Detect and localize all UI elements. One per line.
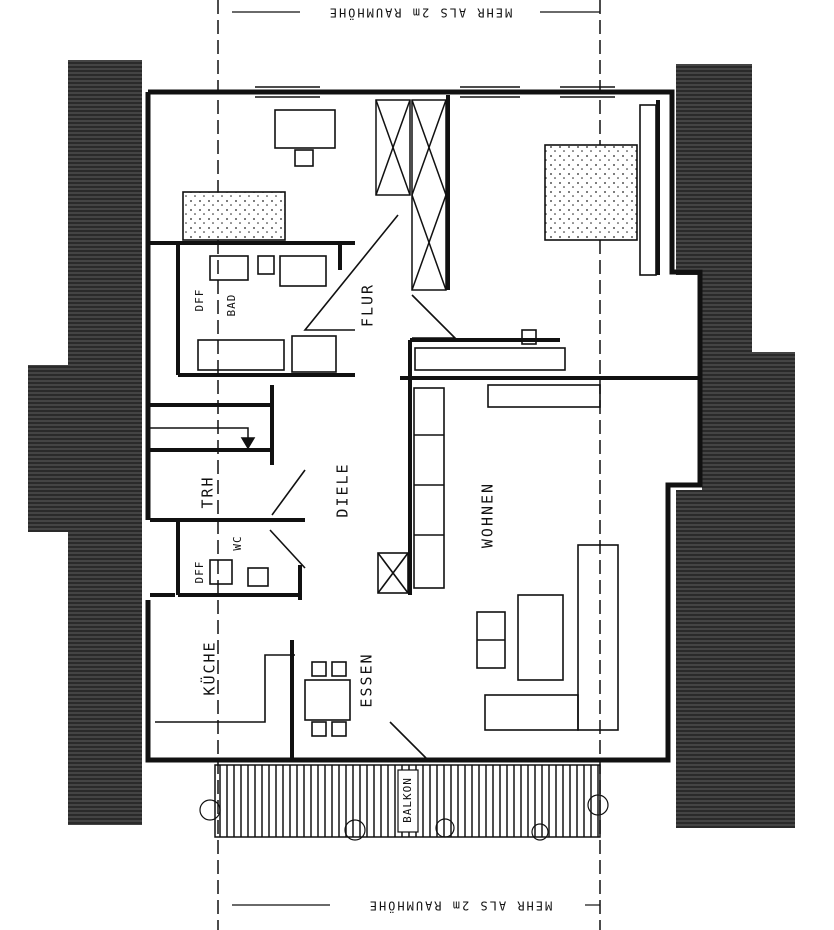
room-label-diele: DIELE [334,462,352,517]
stair-arrow [150,427,256,450]
dining-chair-4 [331,721,347,737]
height-boundary-lines [217,0,601,930]
wardrobes [375,99,447,291]
kitchen-counter [155,654,295,723]
wall-unit [413,387,445,589]
bath-shower [279,255,327,287]
night-table [639,104,657,276]
sofa-long [577,544,619,731]
bed-left [182,191,286,241]
furniture [155,104,657,737]
bath-basin [257,255,275,275]
flur-lamp [521,329,537,345]
bath-toilet [209,255,249,281]
coffee-table [517,594,564,681]
wc-fixture-marker: DFF [193,561,206,584]
dining-chair-3 [311,721,327,737]
plants [199,794,609,841]
room-label-kueche: KÜCHE [200,640,219,695]
inner-walls [150,95,700,758]
wc-toilet [209,559,233,585]
room-label-wc: WC [231,535,244,550]
dining-chair-1 [311,661,327,677]
bed-right [544,144,638,241]
doors [269,214,457,763]
roof-hatch-left [28,60,142,825]
sofa-short [484,694,579,731]
desk-chair [294,149,314,167]
room-label-wohnen: WOHNEN [479,482,497,548]
wohnen-sideboard [487,384,601,408]
room-label-balkon: BALKON [401,777,414,823]
bath-sink [291,335,337,373]
height-note-brackets [232,11,600,906]
roof-hatch-right [676,64,795,828]
dining-chair-2 [331,661,347,677]
room-label-bad: BAD [225,294,238,317]
bath-tub [197,339,285,371]
outer-walls [145,89,703,763]
windows-top [255,86,615,98]
height-note-top: MEHR ALS 2m RAUMHÖHE [328,6,513,22]
roof-hatch-areas [28,60,795,828]
dining-table [304,679,351,721]
wc-basin [247,567,269,587]
desk [274,109,336,149]
room-label-essen: ESSEN [358,652,376,707]
height-note-bottom: MEHR ALS 2m RAUMHÖHE [368,899,553,915]
room-label-trh: TRH [199,475,217,508]
bad-fixture-marker: DFF [193,289,206,312]
flur-shelf [414,347,566,371]
room-label-flur: FLUR [359,283,377,327]
fireplace [377,552,409,594]
balcony-label-box [397,769,419,833]
